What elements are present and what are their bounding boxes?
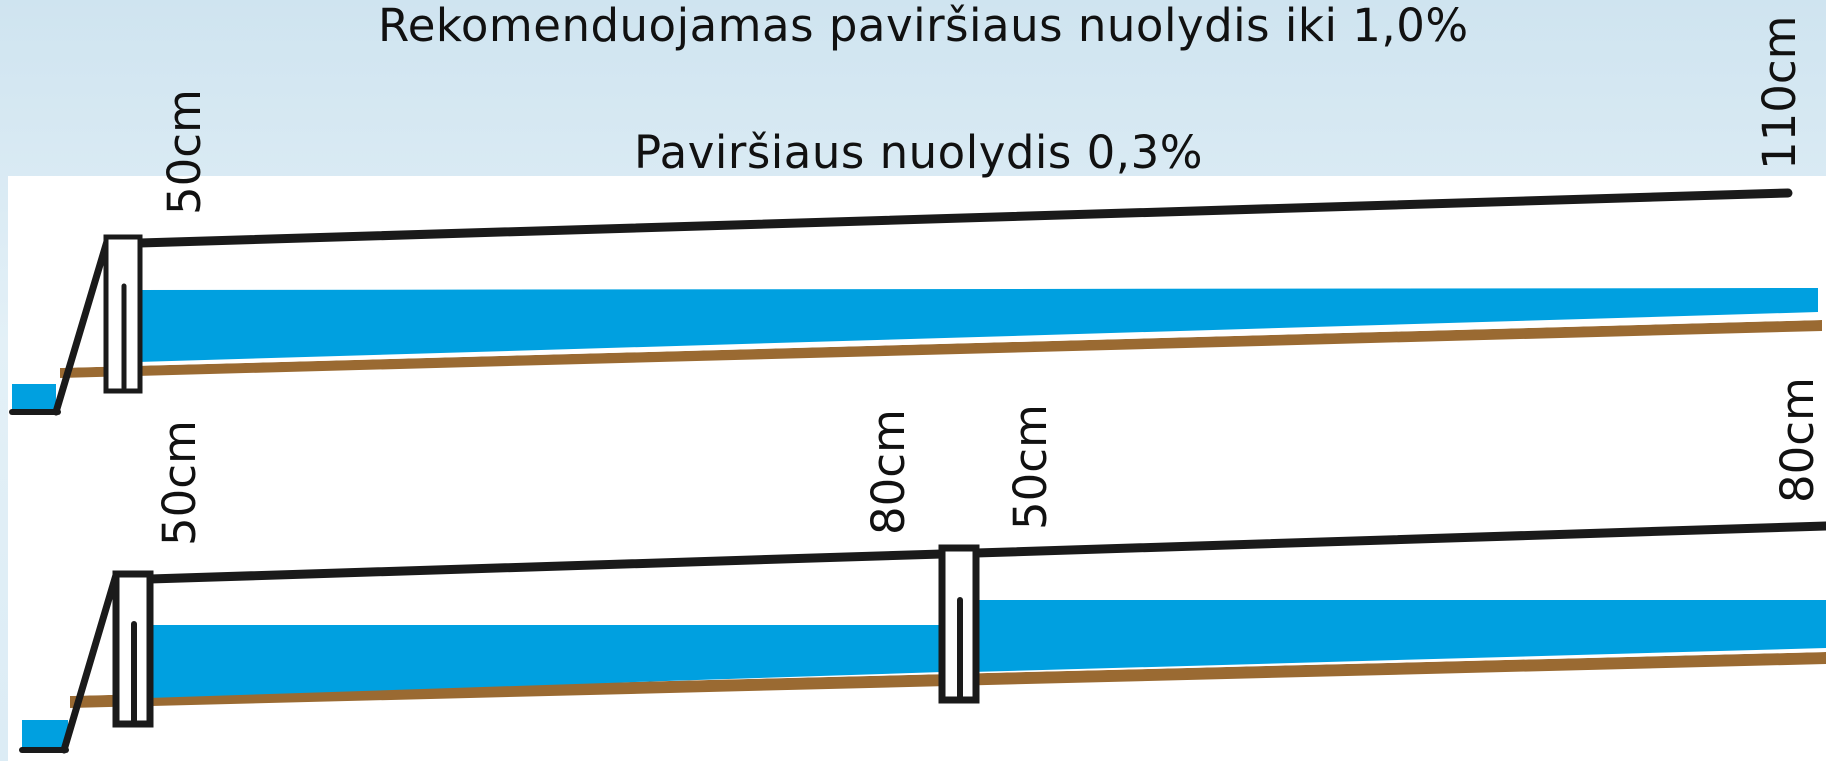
top-outlet-basin bbox=[12, 384, 56, 410]
bottom-depth-start-2-label: 50cm bbox=[1004, 404, 1057, 530]
actual-slope-title: Paviršiaus nuolydis 0,3% bbox=[634, 126, 1203, 179]
top-soil-highlight bbox=[59, 316, 1823, 368]
bottom-depth-start-1-label: 50cm bbox=[153, 420, 206, 546]
bottom-water-channel-1 bbox=[148, 625, 942, 698]
top-depth-end-label: 110cm bbox=[1753, 15, 1806, 170]
top-soil-layer bbox=[60, 320, 1822, 378]
bottom-slanted-wall bbox=[60, 571, 120, 754]
recommended-slope-title: Rekomenduojamas paviršiaus nuolydis iki … bbox=[378, 0, 1469, 52]
top-depth-start-label: 50cm bbox=[158, 89, 211, 215]
bottom-surface-line-1 bbox=[145, 549, 947, 584]
bottom-depth-end-2-label: 80cm bbox=[1771, 377, 1824, 503]
top-surface-line bbox=[135, 188, 1793, 248]
top-water-channel bbox=[138, 288, 1818, 362]
bottom-depth-end-1-label: 80cm bbox=[862, 409, 915, 535]
bottom-water-channel-2 bbox=[972, 600, 1826, 672]
bottom-outlet-basin bbox=[22, 720, 68, 748]
top-slanted-wall bbox=[52, 234, 112, 416]
bottom-surface-line-2 bbox=[971, 521, 1826, 558]
